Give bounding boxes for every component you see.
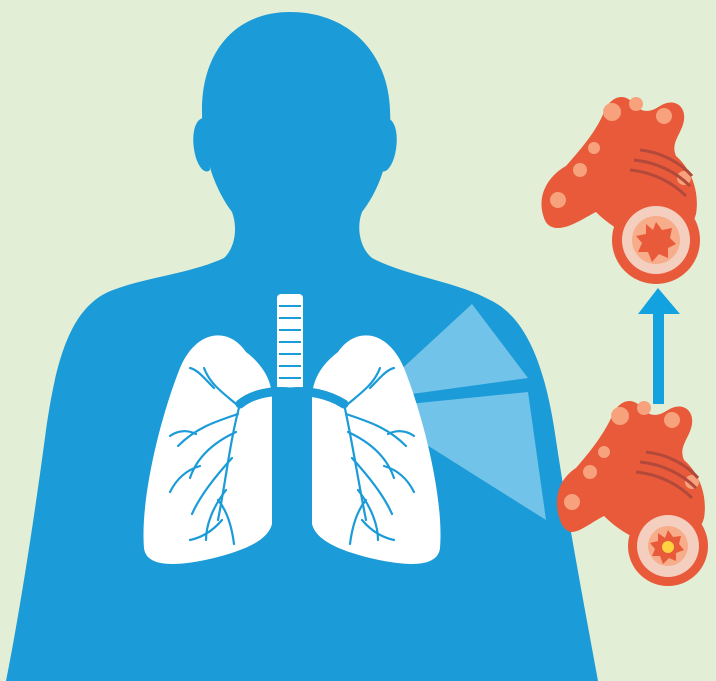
inflamed-core <box>662 541 674 553</box>
arrow-up-icon <box>638 288 680 404</box>
constricted-airway-icon <box>541 97 700 284</box>
normal-airway-icon <box>557 401 708 586</box>
